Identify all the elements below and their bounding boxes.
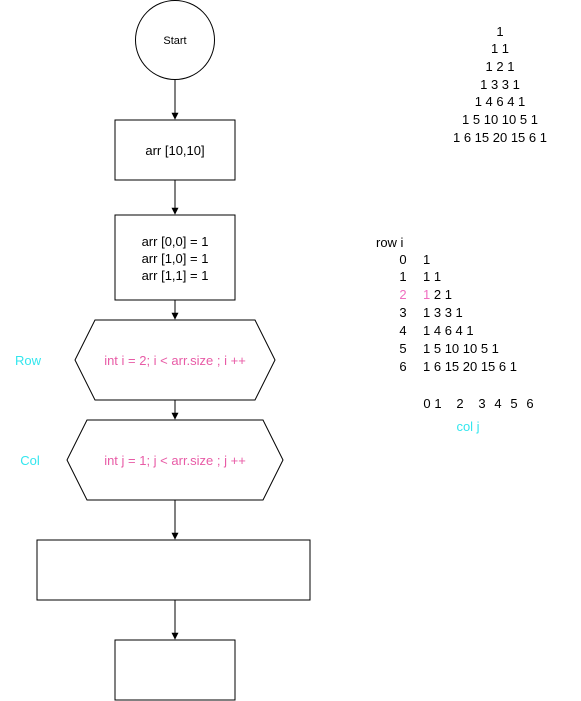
pascal-row: 1 2 1 <box>486 59 515 74</box>
table-row-first: 1 <box>423 323 430 338</box>
col-side-label: Col <box>20 453 40 468</box>
col-loop-label: int j = 1; j < arr.size ; j ++ <box>104 453 246 468</box>
assign-line-1: arr [0,0] = 1 <box>142 234 209 249</box>
table-row: 1 3 3 1 <box>423 305 463 320</box>
row-loop-label: int i = 2; i < arr.size ; i ++ <box>104 353 246 368</box>
col-index: 5 <box>510 396 517 411</box>
table-row: 1 4 6 4 1 <box>423 323 474 338</box>
table-row: 1 5 10 10 5 1 <box>423 341 499 356</box>
table-row-first: 1 <box>423 269 430 284</box>
col-index: 4 <box>494 396 501 411</box>
pascal-row: 1 3 3 1 <box>480 77 520 92</box>
table-row-rest: 2 1 <box>430 287 452 302</box>
pascal-row: 1 5 10 10 5 1 <box>462 112 538 127</box>
table-row-rest: 6 15 20 15 6 1 <box>430 359 517 374</box>
col-index: 1 <box>434 396 441 411</box>
col-index: 3 <box>478 396 485 411</box>
table-row-first: 1 <box>423 287 430 302</box>
empty-end-box[interactable] <box>114 639 236 701</box>
init-array-node[interactable]: arr [10,10] <box>114 119 236 181</box>
pascal-row: 1 <box>496 24 503 39</box>
table-row-rest: 5 10 10 5 1 <box>430 341 499 356</box>
col-index: 0 <box>423 396 430 411</box>
pascal-triangle: 1 1 1 1 2 1 1 3 3 1 1 4 6 4 1 1 5 10 10 … <box>453 24 547 145</box>
index-table: row i 0 1 2 3 4 5 6 1 1 1 1 2 1 1 3 3 1 … <box>376 235 534 434</box>
row-index: 5 <box>399 341 406 356</box>
table-row: 1 6 15 20 15 6 1 <box>423 359 517 374</box>
pascal-row: 1 6 15 20 15 6 1 <box>453 130 547 145</box>
pascal-row: 1 4 6 4 1 <box>475 94 526 109</box>
table-row-rest: 1 <box>430 269 441 284</box>
row-index: 1 <box>399 269 406 284</box>
row-index: 4 <box>399 323 406 338</box>
table-row-first: 1 <box>423 341 430 356</box>
col-index: 6 <box>526 396 533 411</box>
col-footer: col j <box>456 419 479 434</box>
row-index: 3 <box>399 305 406 320</box>
row-index-highlighted: 2 <box>399 287 406 302</box>
table-row-rest: 4 6 4 1 <box>430 323 473 338</box>
row-index: 6 <box>399 359 406 374</box>
table-row-first: 1 <box>423 359 430 374</box>
assign-line-2: arr [1,0] = 1 <box>142 251 209 266</box>
empty-process-box[interactable] <box>36 539 311 601</box>
assign-node[interactable]: arr [0,0] = 1 arr [1,0] = 1 arr [1,1] = … <box>114 214 236 301</box>
assign-line-3: arr [1,1] = 1 <box>142 268 209 283</box>
start-label: Start <box>163 35 186 47</box>
table-row-highlighted: 1 2 1 <box>423 287 452 302</box>
table-row: 1 <box>423 252 430 267</box>
pascal-row: 1 1 <box>491 41 509 56</box>
start-node[interactable]: Start <box>135 0 215 80</box>
init-array-label: arr [10,10] <box>145 143 204 158</box>
row-index: 0 <box>399 252 406 267</box>
row-loop-node[interactable]: int i = 2; i < arr.size ; i ++ <box>74 319 276 401</box>
table-row-first: 1 <box>423 252 430 267</box>
row-header: row i <box>376 235 404 250</box>
table-row: 1 1 <box>423 269 441 284</box>
table-row-first: 1 <box>423 305 430 320</box>
table-row-rest: 3 3 1 <box>430 305 463 320</box>
row-side-label: Row <box>15 353 42 368</box>
col-index: 2 <box>456 396 463 411</box>
col-loop-node[interactable]: int j = 1; j < arr.size ; j ++ <box>66 419 284 501</box>
